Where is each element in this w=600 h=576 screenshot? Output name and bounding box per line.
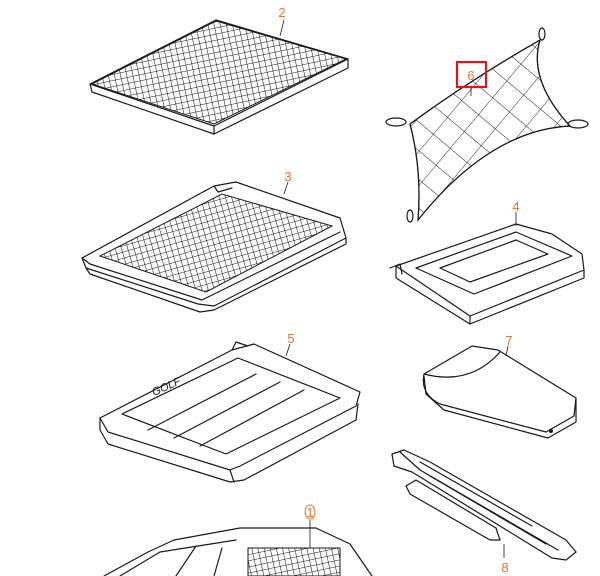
part-3-tray-mat[interactable] [81,181,347,313]
part-8-cover-rail[interactable] [391,449,577,561]
svg-text:1: 1 [306,505,313,520]
part-2-mesh-mat[interactable] [89,19,349,135]
callout-7: 7 [505,333,512,348]
callout-1: 1 [304,504,316,520]
svg-text:3: 3 [284,169,291,184]
svg-text:8: 8 [501,560,508,575]
svg-text:2: 2 [278,5,285,20]
callout-ring [304,504,316,520]
highlight-box [455,60,488,89]
svg-text:7: 7 [505,333,512,348]
snap-fastener [549,429,553,433]
part-1-vehicle-partition[interactable] [103,520,373,576]
callout-4: 4 [512,199,519,214]
callout-6-highlighted[interactable]: 6 [455,60,488,89]
svg-text:4: 4 [512,199,519,214]
callout-3: 3 [284,169,291,184]
part-7-cushion[interactable] [422,345,577,439]
part-4-shelf-panel[interactable] [389,212,585,325]
callout-2: 2 [278,5,285,20]
svg-text:5: 5 [287,331,294,346]
part-6-cargo-net[interactable] [385,27,589,223]
svg-text:6: 6 [467,68,474,83]
part-5-golf-tray[interactable]: GOLF [99,341,361,483]
callout-8: 8 [501,560,508,575]
callout-5: 5 [287,331,294,346]
